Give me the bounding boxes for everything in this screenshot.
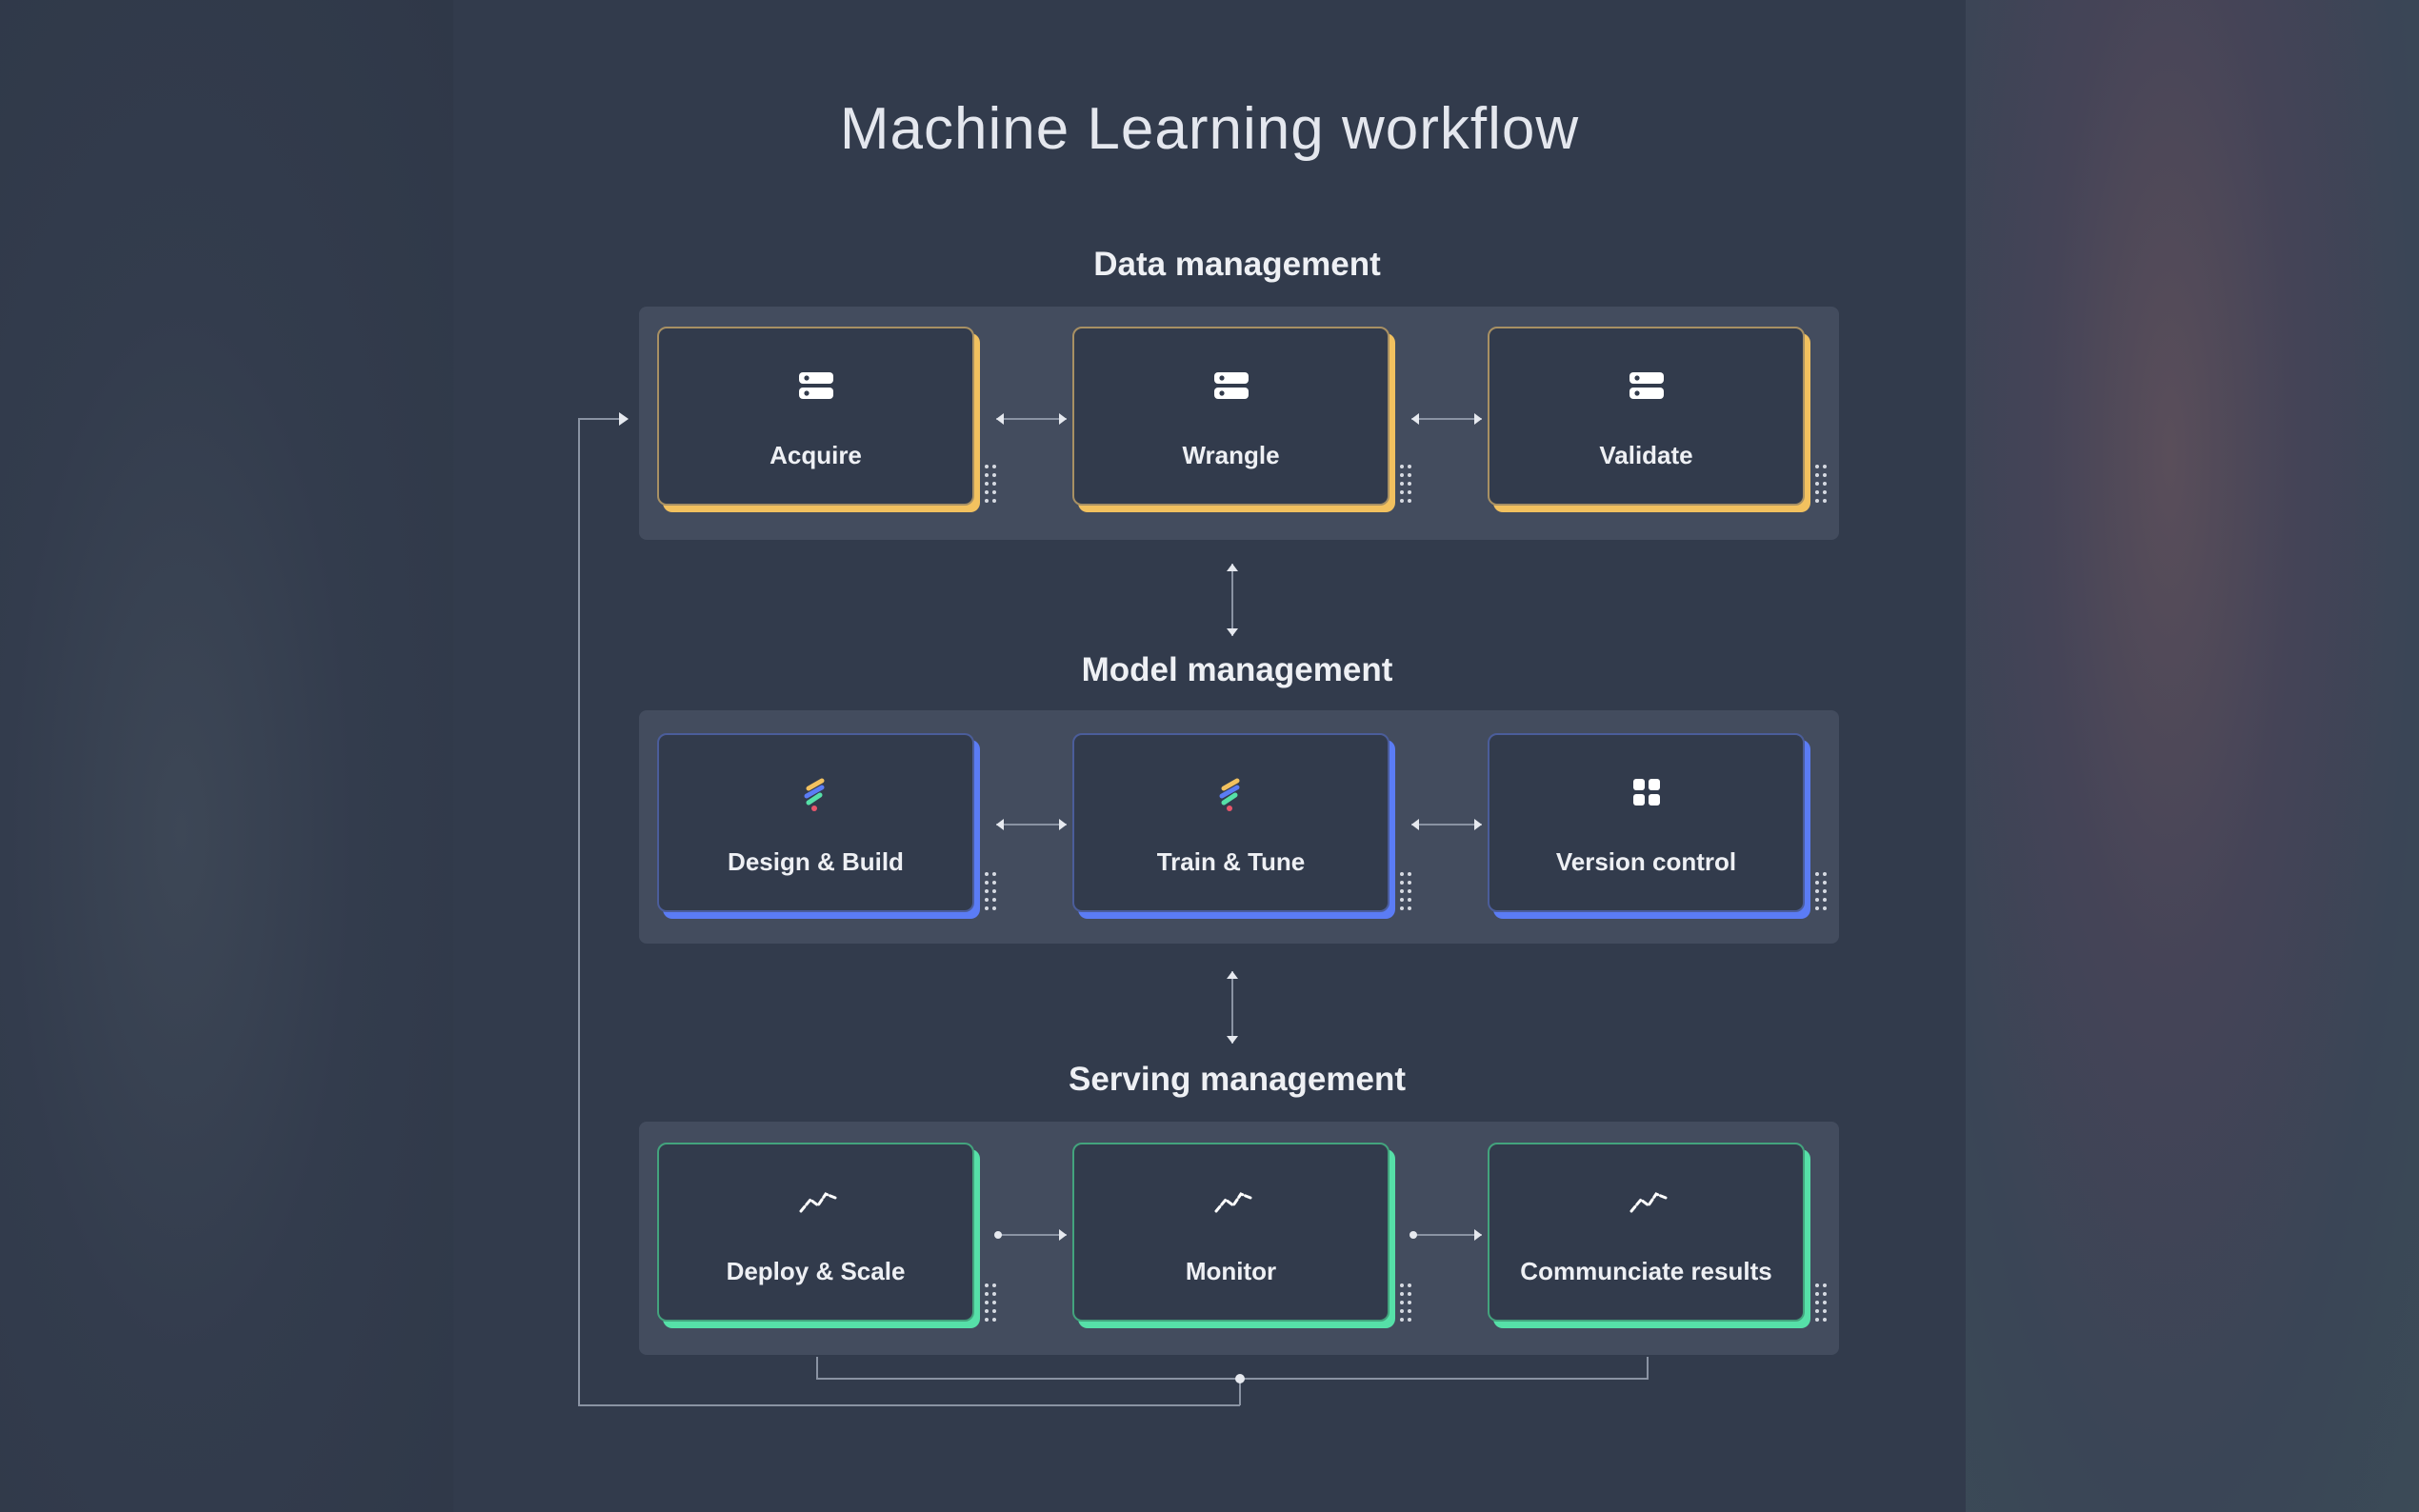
background-right [1966,0,2419,1512]
card-deploy-scale[interactable]: Deploy & Scale [657,1143,974,1322]
grid-blocks-icon [1628,775,1666,809]
server-icon [797,368,835,403]
trend-line-icon [797,1184,836,1219]
card-label: Acquire [770,441,862,469]
section-label-model: Model management [1081,651,1393,688]
background-left [0,0,453,1512]
card-label: Deploy & Scale [726,1257,906,1285]
card-label: Wrangle [1182,441,1280,469]
model-build-icon [797,775,835,811]
model-build-icon [1212,775,1250,811]
card-acquire[interactable]: Acquire [657,327,974,506]
card-validate[interactable]: Validate [1488,327,1805,506]
card-monitor[interactable]: Monitor [1072,1143,1389,1322]
card-version-control[interactable]: Version control [1488,733,1805,912]
card-communicate-results[interactable]: Communciate results [1488,1143,1805,1322]
card-label: Version control [1555,847,1737,876]
card-label: Design & Build [728,847,904,876]
server-icon [1212,368,1250,403]
section-label-data: Data management [1093,246,1381,283]
card-train-tune[interactable]: Train & Tune [1072,733,1389,912]
card-label: Communciate results [1520,1257,1772,1285]
card-label: Train & Tune [1156,847,1306,876]
section-label-serving: Serving management [1069,1061,1406,1098]
server-icon [1628,368,1666,403]
trend-line-icon [1628,1184,1667,1219]
diagram-title: Machine Learning workflow [839,96,1580,162]
card-design-build[interactable]: Design & Build [657,733,974,912]
card-wrangle[interactable]: Wrangle [1072,327,1389,506]
trend-line-icon [1212,1184,1251,1219]
card-label: Validate [1599,441,1693,469]
card-label: Monitor [1185,1257,1277,1285]
